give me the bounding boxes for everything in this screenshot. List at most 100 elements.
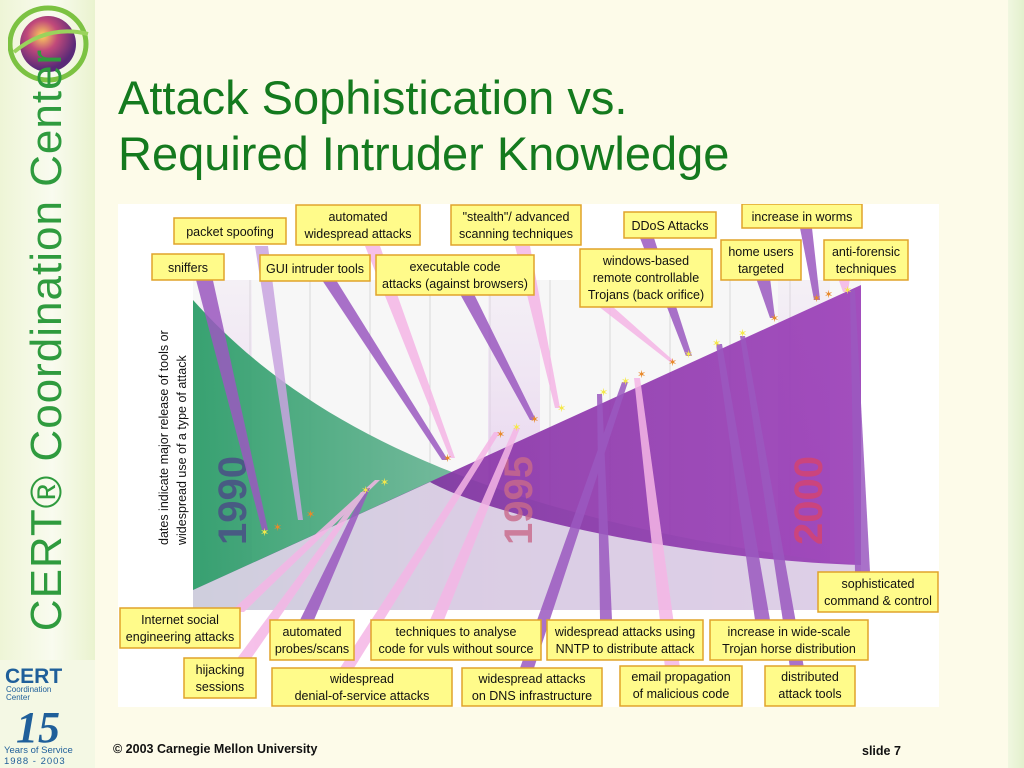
- callout-automated-widespread: automated widespread attacks: [295, 204, 421, 246]
- svg-text:scanning techniques: scanning techniques: [459, 227, 573, 241]
- svg-text:✶: ✶: [306, 508, 315, 521]
- callout-automated-probes: automated probes/scans: [269, 619, 355, 661]
- svg-text:denial-of-service attacks: denial-of-service attacks: [295, 689, 430, 703]
- callout-denial-of-service: widespread denial-of-service attacks: [271, 667, 453, 707]
- right-edge-strip: [1008, 0, 1024, 768]
- callout-windows-trojans: windows-based remote controllableTrojans …: [579, 248, 713, 308]
- overlap-shade: [193, 482, 861, 610]
- cert-15-years-badge: CERT Coordination Center 15 Years of Ser…: [4, 665, 73, 766]
- svg-text:✶: ✶: [496, 428, 505, 441]
- badge-number: 15: [16, 703, 60, 752]
- callout-ddos-attacks: DDoS Attacks: [623, 211, 717, 239]
- sidebar-gradient-strip: [0, 0, 95, 660]
- bottom-callouts: sophisticated command & control Internet …: [119, 571, 939, 707]
- svg-text:remote controllable: remote controllable: [593, 271, 699, 285]
- svg-text:techniques: techniques: [836, 262, 896, 276]
- left-branding-sidebar: [0, 0, 95, 768]
- svg-text:widespread attacks: widespread attacks: [477, 672, 585, 686]
- callout-anti-forensic: anti-forensic techniques: [823, 239, 909, 281]
- svg-text:✶: ✶: [557, 402, 566, 415]
- svg-text:windows-based: windows-based: [602, 254, 689, 268]
- callout-hijacking-sessions: hijacking sessions: [183, 657, 257, 699]
- svg-text:sophisticated: sophisticated: [842, 577, 915, 591]
- svg-text:✶: ✶: [361, 484, 370, 497]
- footer-slide-number: slide 7: [862, 744, 901, 758]
- callout-packet-spoofing: packet spoofing: [173, 217, 287, 245]
- svg-text:automated: automated: [328, 210, 387, 224]
- svg-text:✶: ✶: [530, 413, 539, 426]
- svg-text:attacks (against browsers): attacks (against browsers): [382, 277, 528, 291]
- svg-text:GUI intruder tools: GUI intruder tools: [266, 262, 364, 276]
- svg-text:of malicious code: of malicious code: [633, 687, 730, 701]
- svg-text:widespread: widespread: [329, 672, 394, 686]
- svg-text:automated: automated: [282, 625, 341, 639]
- slide-title: Attack Sophistication vs. Required Intru…: [118, 70, 729, 182]
- callout-email-propagation: email propagation of malicious code: [619, 665, 743, 707]
- badge-range: 1988 - 2003: [4, 756, 66, 766]
- year-label-2000: 2000: [787, 456, 831, 545]
- svg-text:widespread attacks: widespread attacks: [303, 227, 411, 241]
- svg-text:✶: ✶: [599, 386, 608, 399]
- badge-title: CERT: [5, 665, 62, 688]
- cert-coordination-center-vertical-logo: CERT® Coordination Center: [22, 48, 71, 632]
- svg-text:✶: ✶: [770, 312, 779, 325]
- top-callouts: packet spoofing sniffers automated widesp…: [151, 204, 909, 308]
- svg-text:on DNS infrastructure: on DNS infrastructure: [472, 689, 592, 703]
- year-label-1995: 1995: [497, 456, 541, 545]
- badge-subtitle1: Coordination: [6, 685, 51, 694]
- svg-text:sessions: sessions: [196, 680, 245, 694]
- svg-text:✶: ✶: [738, 327, 747, 340]
- svg-text:Trojan horse distribution: Trojan horse distribution: [722, 642, 856, 656]
- svg-text:command & control: command & control: [824, 594, 932, 608]
- callout-dns-infrastructure: widespread attacks on DNS infrastructure: [461, 667, 603, 707]
- title-line-1: Attack Sophistication vs.: [118, 71, 628, 124]
- svg-text:engineering attacks: engineering attacks: [126, 630, 234, 644]
- svg-text:Internet social: Internet social: [141, 613, 219, 627]
- svg-text:✶: ✶: [712, 337, 721, 350]
- callout-executable-code: executable code attacks (against browsers…: [375, 254, 535, 296]
- attack-sophistication-diagram: 1990 1995 2000 dates indicate major rele…: [118, 204, 939, 707]
- svg-text:✶: ✶: [512, 421, 521, 434]
- svg-text:DDoS Attacks: DDoS Attacks: [631, 219, 708, 233]
- svg-text:✶: ✶: [668, 356, 677, 369]
- svg-text:executable code: executable code: [409, 260, 500, 274]
- timeline-markers: ✶✶ ✶✶ ✶✶ ✶✶ ✶✶ ✶✶ ✶✶ ✶✶ ✶✶ ✶✶ ✶: [260, 284, 852, 539]
- svg-text:hijacking: hijacking: [196, 663, 245, 677]
- y-note-line-1: dates indicate major release of tools or: [157, 330, 171, 545]
- svg-text:home users: home users: [728, 245, 793, 259]
- svg-text:probes/scans: probes/scans: [275, 642, 349, 656]
- svg-text:packet spoofing: packet spoofing: [186, 225, 274, 239]
- svg-text:code for vuls without source: code for vuls without source: [379, 642, 534, 656]
- svg-text:✶: ✶: [621, 375, 630, 388]
- svg-text:email propagation: email propagation: [631, 670, 730, 684]
- svg-text:Trojans (back orifice): Trojans (back orifice): [588, 288, 704, 302]
- svg-text:"stealth"/ advanced: "stealth"/ advanced: [463, 210, 570, 224]
- globe-logo-icon: [8, 5, 89, 83]
- callout-pointers: [195, 228, 870, 668]
- svg-text:✶: ✶: [443, 452, 452, 465]
- title-line-2: Required Intruder Knowledge: [118, 127, 730, 180]
- svg-text:✶: ✶: [684, 348, 693, 361]
- svg-text:✶: ✶: [824, 288, 833, 301]
- callout-social-engineering: Internet social engineering attacks: [119, 607, 241, 649]
- callout-increase-in-worms: increase in worms: [741, 204, 863, 229]
- footer-copyright: © 2003 Carnegie Mellon University: [113, 742, 318, 756]
- svg-text:✶: ✶: [380, 476, 389, 489]
- svg-text:✶: ✶: [260, 526, 269, 539]
- svg-text:increase in wide-scale: increase in wide-scale: [728, 625, 851, 639]
- svg-text:NNTP to distribute attack: NNTP to distribute attack: [556, 642, 695, 656]
- badge-subtitle2: Center: [6, 693, 30, 702]
- svg-text:✶: ✶: [273, 521, 282, 534]
- callout-sniffers: sniffers: [151, 253, 225, 281]
- callout-analyse-code: techniques to analyse code for vuls witho…: [370, 619, 542, 661]
- svg-text:sniffers: sniffers: [168, 261, 208, 275]
- svg-text:techniques to analyse: techniques to analyse: [396, 625, 517, 639]
- svg-text:✶: ✶: [812, 292, 821, 305]
- badge-years: Years of Service: [4, 745, 73, 756]
- svg-text:distributed: distributed: [781, 670, 839, 684]
- svg-text:anti-forensic: anti-forensic: [832, 245, 900, 259]
